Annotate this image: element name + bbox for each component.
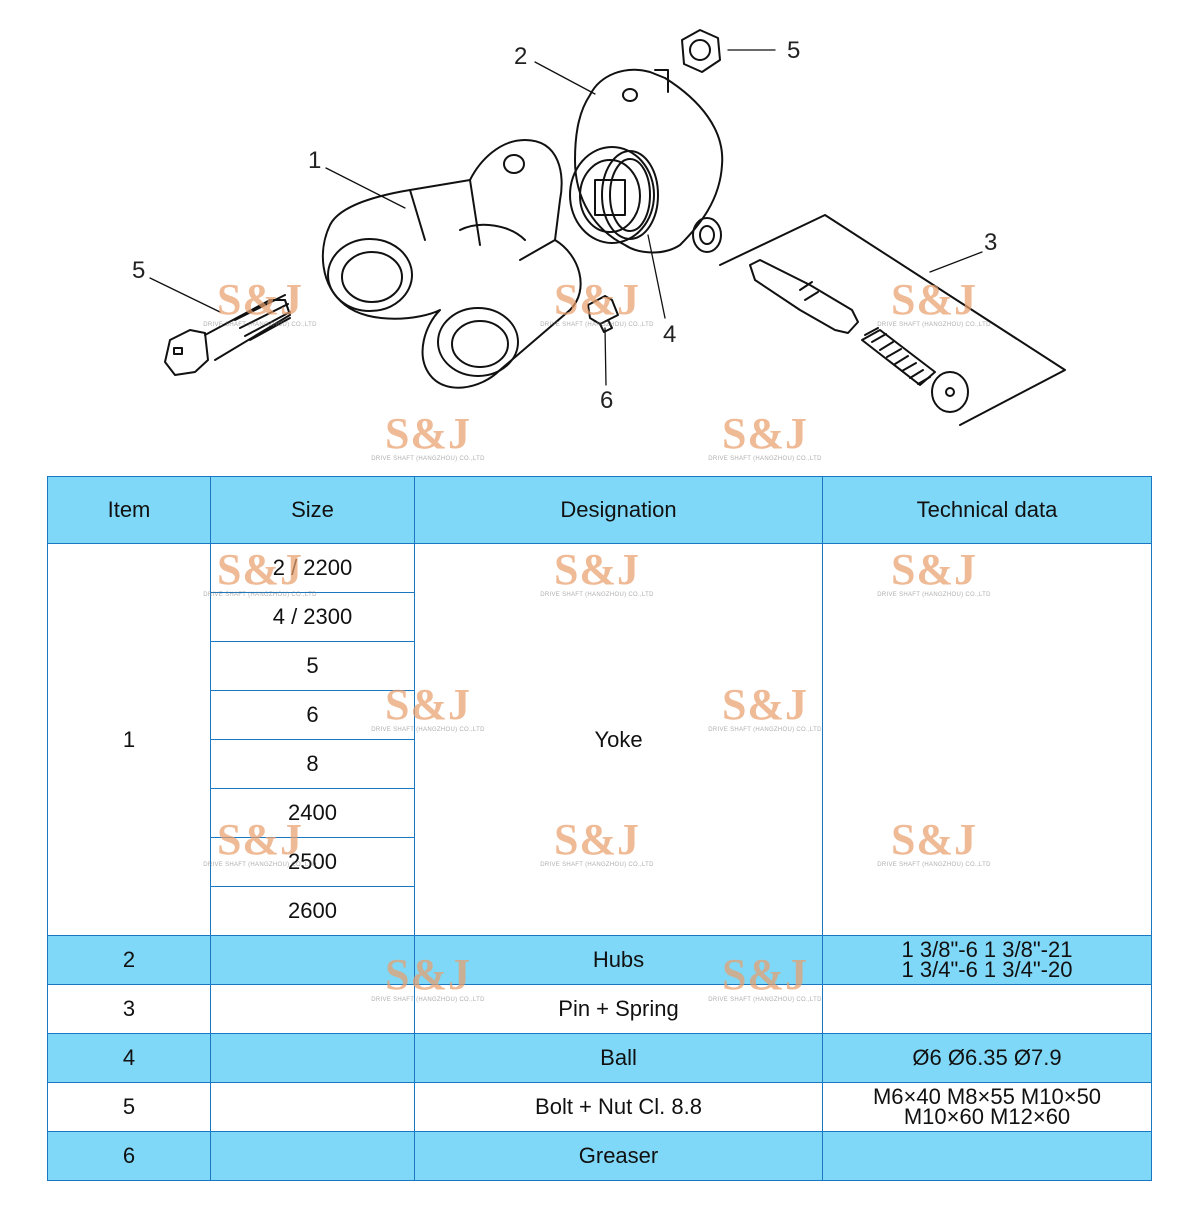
table-row: 5 Bolt + Nut Cl. 8.8 M6×40 M8×55 M10×50 …: [47, 1082, 1152, 1132]
technical-cell: [822, 1131, 1152, 1181]
size-cell: [210, 1033, 415, 1083]
header-size: Size: [210, 476, 415, 544]
table-row: 6 Greaser: [47, 1131, 1152, 1181]
technical-cell: Ø6 Ø6.35 Ø7.9: [822, 1033, 1152, 1083]
hub-part: [569, 68, 724, 254]
designation-cell: Bolt + Nut Cl. 8.8: [414, 1082, 823, 1132]
parts-table: Item Size Designation Technical data 1 2…: [47, 476, 1152, 1181]
technical-line: 1 3/4"-6 1 3/4"-20: [901, 957, 1073, 982]
size-cell: [210, 935, 415, 985]
size-cell: 5: [210, 641, 415, 691]
item-cell: 3: [47, 984, 211, 1034]
table-row: 3 Pin + Spring: [47, 984, 1152, 1034]
size-cell: 6: [210, 690, 415, 740]
designation-cell: Greaser: [414, 1131, 823, 1181]
technical-line: M6×40 M8×55 M10×50: [872, 1084, 1102, 1109]
designation-cell: Ball: [414, 1033, 823, 1083]
item-cell: 4: [47, 1033, 211, 1083]
size-cell: 2 / 2200: [210, 543, 415, 593]
size-cell: 2600: [210, 886, 415, 936]
callout-5-bolt: 5: [132, 257, 145, 284]
header-designation: Designation: [414, 476, 823, 544]
callout-6: 6: [600, 387, 613, 414]
designation-cell: Hubs: [414, 935, 823, 985]
header-technical: Technical data: [822, 476, 1152, 544]
item-cell: 2: [47, 935, 211, 985]
greaser-part: [587, 295, 619, 333]
bolt-part: [164, 294, 291, 376]
designation-cell: Yoke: [414, 543, 823, 936]
item-cell: 1: [47, 543, 211, 936]
ball-ring-part: [601, 150, 659, 240]
technical-cell: [822, 984, 1152, 1034]
table-row: 1 2 / 2200 Yoke: [47, 543, 1152, 936]
callout-4: 4: [663, 321, 676, 348]
size-cell: [210, 984, 415, 1034]
item-cell: 5: [47, 1082, 211, 1132]
size-cell: [210, 1082, 415, 1132]
exploded-parts-drawing: 1 2 3 4 5 5 6: [132, 29, 1066, 426]
size-cell: 8: [210, 739, 415, 789]
callout-5-nut: 5: [787, 37, 800, 64]
size-cell: [210, 1131, 415, 1181]
size-cell: 2500: [210, 837, 415, 887]
table-row: 4 Ball Ø6 Ø6.35 Ø7.9: [47, 1033, 1152, 1083]
table-row: 2 Hubs 1 3/8"-6 1 3/8"-21 1 3/4"-6 1 3/4…: [47, 935, 1152, 985]
technical-cell: 1 3/8"-6 1 3/8"-21 1 3/4"-6 1 3/4"-20: [822, 935, 1152, 985]
item-cell: 6: [47, 1131, 211, 1181]
nut-part: [681, 29, 721, 73]
table-header-row: Item Size Designation Technical data: [47, 476, 1152, 544]
pin-spring-part: [719, 214, 1066, 426]
technical-cell: M6×40 M8×55 M10×50 M10×60 M12×60: [822, 1082, 1152, 1132]
technical-cell: [822, 543, 1152, 936]
technical-line: 1 3/8"-6 1 3/8"-21: [901, 937, 1073, 962]
size-cell: 2400: [210, 788, 415, 838]
size-cell: 4 / 2300: [210, 592, 415, 642]
designation-cell: Pin + Spring: [414, 984, 823, 1034]
callout-3: 3: [984, 229, 997, 256]
header-item: Item: [47, 476, 211, 544]
technical-line: M10×60 M12×60: [903, 1104, 1071, 1129]
callout-1: 1: [308, 147, 321, 174]
callout-2: 2: [514, 43, 527, 70]
yoke-part: [321, 139, 582, 389]
